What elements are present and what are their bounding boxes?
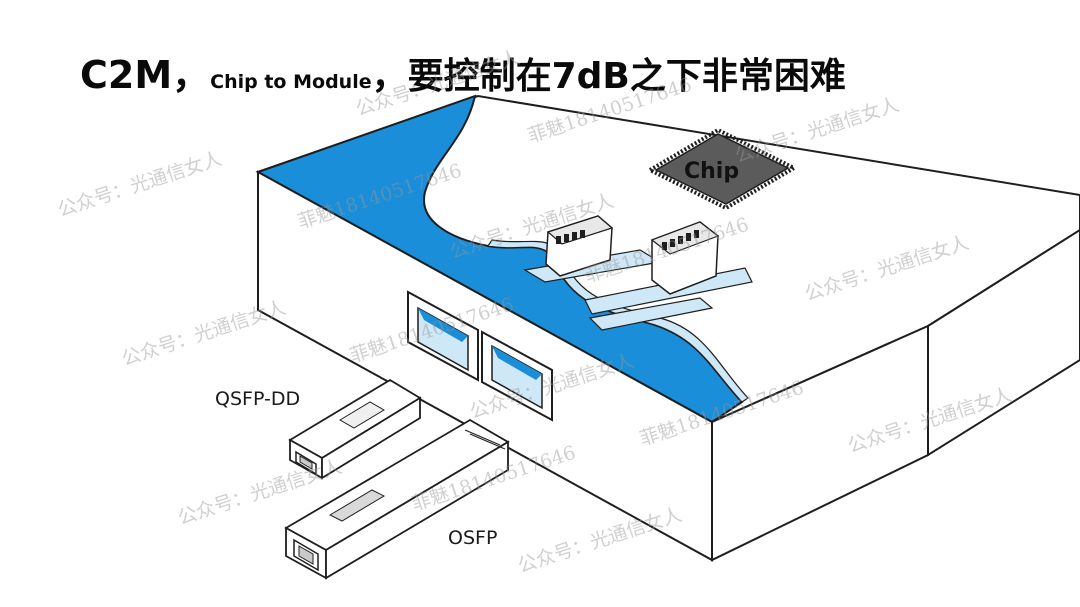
chip-label: Chip — [684, 159, 739, 184]
osfp-label: OSFP — [448, 527, 498, 549]
qsfp-dd-label: QSFP-DD — [215, 388, 301, 410]
title-description: ，要控制在7dB之下非常困难 — [371, 56, 846, 97]
internal-connector-1 — [545, 215, 614, 277]
internal-connector-2 — [650, 221, 720, 295]
title-chip-to-module: Chip to Module — [210, 71, 372, 93]
page-title: C2M，Chip to Module，要控制在7dB之下非常困难 — [80, 44, 846, 99]
chip: Chip — [645, 127, 799, 211]
cage-port-1 — [407, 290, 479, 382]
board-side-face-top — [927, 228, 1080, 457]
cage-port-2 — [481, 330, 553, 422]
osfp-module — [284, 418, 510, 580]
cage-rail-3 — [588, 297, 714, 331]
title-c2m: C2M， — [80, 53, 211, 97]
qsfp-dd-module — [288, 378, 422, 480]
